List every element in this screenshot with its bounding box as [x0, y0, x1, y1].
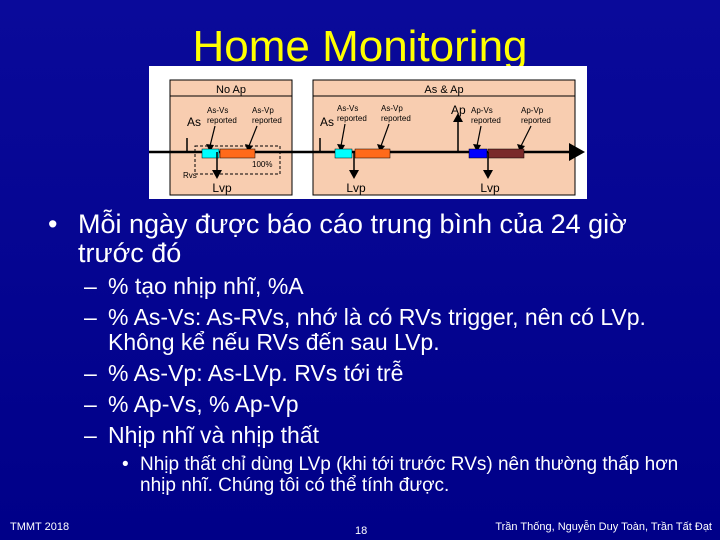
bullet-dot: • — [122, 454, 129, 475]
footer-authors: Trần Thống, Nguyễn Duy Toàn, Trần Tất Đạ… — [495, 521, 712, 533]
ap-label: Ap — [451, 103, 466, 117]
no-ap-label: No Ap — [216, 84, 246, 96]
bullet-level2: – % tạo nhịp nhĩ, %A — [48, 274, 688, 299]
bullet-dash: – — [84, 422, 97, 448]
bullet-text: Nhịp thất chỉ dùng LVp (khi tới trước RV… — [140, 454, 679, 496]
bullet-dot: • — [48, 209, 58, 239]
lvp-label-3: Lvp — [480, 181, 500, 195]
percent-label: 100% — [252, 160, 272, 169]
rvs-label: Rvs — [183, 171, 197, 180]
lvp-label-1: Lvp — [212, 181, 232, 195]
bullet-text: % Ap-Vs, % Ap-Vp — [108, 391, 299, 417]
ap-vs-interval — [468, 148, 488, 159]
lvp-label-2: Lvp — [346, 181, 366, 195]
bullet-level2: – % As-Vp: As-LVp. RVs tới trễ — [48, 361, 688, 386]
bullet-level2: – % As-Vs: As-RVs, nhớ là có RVs trigger… — [48, 305, 688, 355]
bullet-dash: – — [84, 360, 97, 386]
bullet-text: % As-Vp: As-LVp. RVs tới trễ — [108, 360, 404, 386]
bullet-list: • Mỗi ngày được báo cáo trung bình của 2… — [48, 210, 688, 497]
bullet-level2: – Nhịp nhĩ và nhịp thất — [48, 423, 688, 448]
bullet-dash: – — [84, 391, 97, 417]
bullet-dash: – — [84, 273, 97, 299]
percent-window — [194, 145, 281, 175]
bullet-level3: • Nhịp thất chỉ dùng LVp (khi tới trước … — [48, 454, 688, 496]
footer-left: TMMT 2018 — [10, 521, 70, 533]
as-vs-interval-1 — [201, 148, 220, 159]
as-label-2: As — [320, 115, 334, 129]
no-ap-panel — [169, 79, 293, 196]
as-vp-interval-2 — [354, 148, 391, 159]
bullet-text: % As-Vs: As-RVs, nhớ là có RVs trigger, … — [108, 304, 646, 355]
as-ap-panel — [312, 79, 576, 196]
page-number: 18 — [355, 525, 368, 537]
bullet-level1: • Mỗi ngày được báo cáo trung bình của 2… — [48, 210, 688, 268]
slide-title: Home Monitoring — [192, 22, 528, 71]
timeline-arrowhead — [569, 143, 585, 161]
bullet-dash: – — [84, 304, 97, 330]
ap-vp-interval — [487, 148, 525, 159]
bullet-text: Nhịp nhĩ và nhịp thất — [108, 422, 319, 448]
as-vp-interval-1 — [219, 148, 256, 159]
as-vs-interval-2 — [334, 148, 353, 159]
bullet-level2: – % Ap-Vs, % Ap-Vp — [48, 392, 688, 417]
bullet-text: % tạo nhịp nhĩ, %A — [108, 273, 304, 299]
bullet-text: Mỗi ngày được báo cáo trung bình của 24 … — [78, 209, 627, 268]
as-label-1: As — [187, 115, 201, 129]
as-ap-label: As & Ap — [424, 84, 463, 96]
